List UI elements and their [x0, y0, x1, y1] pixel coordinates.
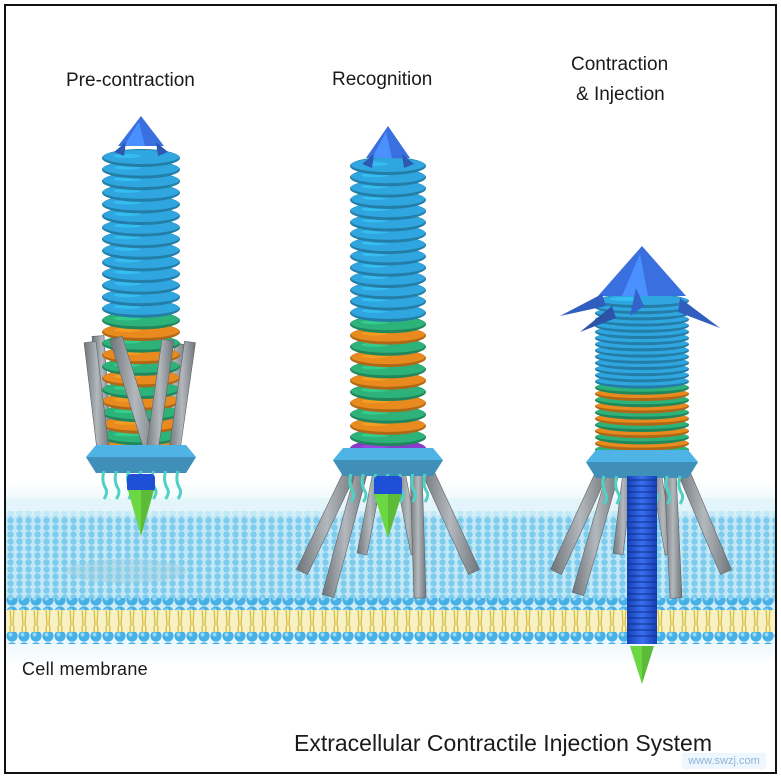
machine-recognition [296, 126, 480, 599]
machine-pre-contraction [83, 116, 196, 536]
baseplate [333, 448, 443, 503]
inner-tube [127, 474, 155, 492]
inner-tube [627, 476, 657, 644]
spike-cap-icon [362, 126, 414, 168]
label-contraction-line1: Contraction [571, 54, 669, 75]
baseplate [586, 450, 698, 505]
cell-membrane [6, 598, 775, 644]
watermark-logo: www.swzj.com [682, 753, 766, 769]
sheath-rings [350, 157, 426, 458]
spike-cap-icon [114, 116, 168, 156]
illustration [6, 6, 775, 772]
machine-contraction-injection [550, 246, 732, 684]
inner-tube [374, 476, 402, 498]
label-contraction-line2: & Injection [576, 84, 665, 105]
figure-frame: Pre-contraction Recognition Contraction … [4, 4, 777, 774]
label-recognition: Recognition [332, 69, 433, 90]
baseplate [86, 445, 196, 500]
label-cell-membrane: Cell membrane [22, 659, 148, 679]
label-pre-contraction: Pre-contraction [66, 70, 195, 91]
spike-cap-icon [560, 246, 720, 332]
figure-title: Extracellular Contractile Injection Syst… [294, 730, 712, 756]
inner-tube-segments [627, 479, 657, 637]
